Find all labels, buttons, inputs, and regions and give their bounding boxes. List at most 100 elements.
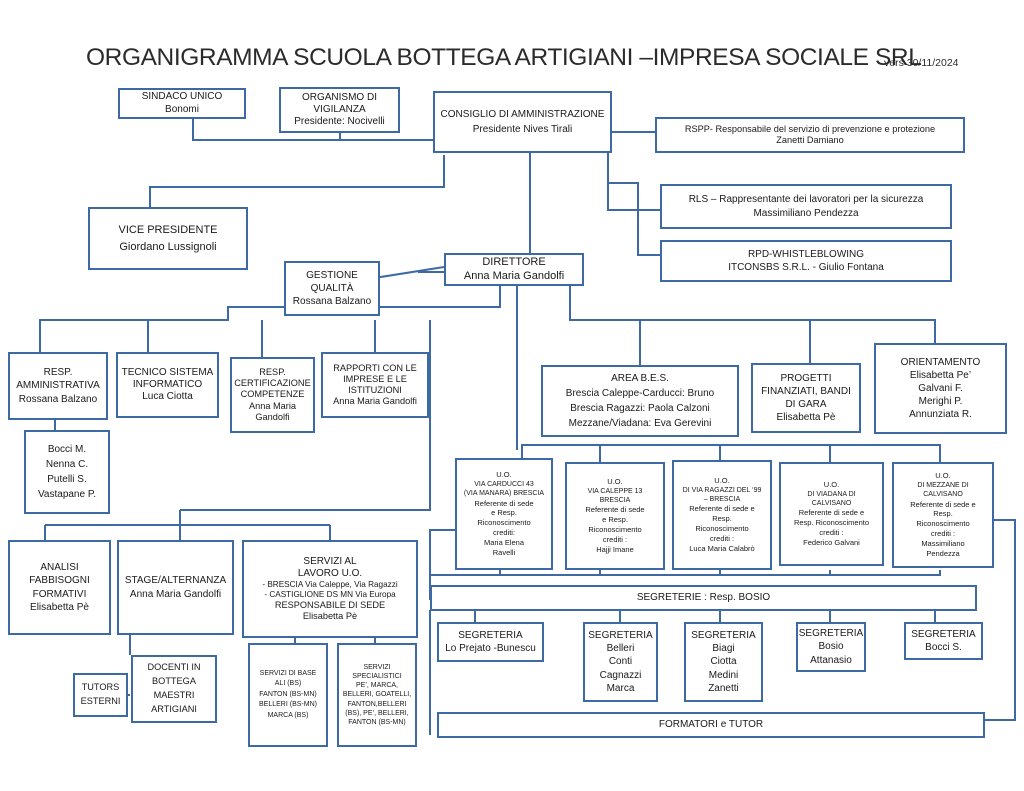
certificazione-box: RESP. CERTIFICAZIONE COMPETENZE Anna Mar… [230,357,315,433]
uo5-line-8: Massimiliano [921,539,965,549]
spec-line-2: SPECIALISTICI [352,672,402,680]
tutors-line-2: ESTERNI [80,696,121,706]
seg3-line-4: Medini [708,669,739,681]
rspp-line-1: RSPP- Responsabile del servizio di preve… [684,123,936,134]
uo2-line-6: Riconoscimento [588,525,642,535]
bes-line-3: Brescia Ragazzi: Paola Calzoni [570,403,710,414]
sindaco-line-1: SINDACO UNICO [141,91,223,103]
servizi-line-4: - CASTIGLIONE DS MN Via Europa [264,589,396,599]
progetti-box: PROGETTI FINANZIATI, BANDI DI GARA Elisa… [751,363,861,433]
formatori-label: FORMATORI e TUTOR [658,718,764,730]
servizi-lavoro-box: SERVIZI AL LAVORO U.O. - BRESCIA Via Cal… [242,540,418,638]
uo3-line-3: – BRESCIA [703,496,741,504]
uo3-line-5: Resp. [712,514,732,524]
analisi-box: ANALISI FABBISOGNI FORMATIVI Elisabetta … [8,540,111,635]
tecnico-box: TECNICO SISTEMA INFORMATICO Luca Ciotta [116,352,219,418]
progetti-line-1: PROGETTI [780,372,832,384]
uo2-line-4: Referente di sede [585,505,645,515]
docenti-line-4: ARTIGIANI [151,703,197,714]
uo1-line-2: VIA CARDUCCI 43 [474,481,534,489]
uo3-line-7: crediti : [709,534,735,544]
uo5-line-2: DI MEZZANE DI [917,482,969,490]
docenti-line-1: DOCENTI IN [147,662,201,673]
cert-line-1: RESP. [259,366,286,377]
direttore-line-1: DIRETTORE [482,256,546,269]
staff-line-1: Bocci M. [47,444,87,455]
stage-box: STAGE/ALTERNANZA Anna Maria Gandolfi [117,540,234,635]
uo1-line-1: U.O. [496,470,512,480]
vigilanza-line-3: Presidente: Nocivelli [294,116,385,128]
uo4-line-6: crediti : [819,528,844,538]
uo1-line-7: crediti: [492,528,516,538]
consiglio-line-3: Presidente Nives Tirali [472,124,573,135]
sindaco-line-2: Bonomi [165,103,199,115]
servizi-line-1: SERVIZI AL [303,555,357,567]
rpd-line-2: ITCONSBS S.R.L. - Giulio Fontana [728,262,884,273]
vice-presidente-box: VICE PRESIDENTE Giordano Lussignoli [88,207,248,270]
uo2-line-7: crediti : [602,535,628,545]
seg4-line-2: Bosio [818,641,844,653]
orient-line-4: Merighi P. [918,396,963,408]
orientamento-box: ORIENTAMENTO Elisabetta Pe’ Galvani F. M… [874,343,1007,434]
uo2-line-5: e Resp. [602,515,628,525]
base-line-3: FANTON (BS-MN) [259,690,317,698]
servizi-line-3: - BRESCIA Via Caleppe, Via Ragazzi [262,579,398,589]
tecnico-line-1: TECNICO SISTEMA [121,366,214,378]
progetti-line-3: DI GARA [785,399,827,410]
vigilanza-box: ORGANISMO DI VIGILANZA Presidente: Nociv… [279,87,400,133]
uo1-line-6: Riconoscimento [477,518,531,528]
spec-line-7: FANTON (BS-MN) [348,719,406,727]
cert-line-4: Anna Maria [249,400,296,411]
bes-line-4: Mezzane/Viadana: Eva Gerevini [568,418,712,429]
spec-line-5: FANTON,BELLERI [347,700,407,708]
rapporti-line-4: Anna Maria Gandolfi [333,396,417,407]
sindaco-box: SINDACO UNICO Bonomi [118,88,246,119]
seg2-line-2: Belleri [606,643,635,655]
seg5-line-2: Bocci S. [925,642,962,653]
seg2-line-1: SEGRETERIA [588,630,653,642]
uo3-line-2: DI VIA RAGAZZI DEL ‘99 [682,486,762,494]
seg1-line-1: SEGRETERIA [458,629,523,641]
rpd-box: RPD-WHISTLEBLOWING ITCONSBS S.R.L. - Giu… [660,240,952,282]
bes-box: AREA B.E.S. Brescia Caleppe-Carducci: Br… [541,365,739,437]
uo5-line-7: crediti : [930,529,956,539]
staff-line-2: Nenna C. [45,459,89,470]
vigilanza-line-2: VIGILANZA [313,103,366,115]
seg3-line-3: Ciotta [710,656,737,668]
docenti-line-3: MAESTRI [153,690,195,700]
servizi-base-box: SERVIZI DI BASE ALI (BS) FANTON (BS-MN) … [248,643,328,747]
direttore-box: DIRETTORE Anna Maria Gandolfi [444,253,584,286]
seg2-line-3: Conti [608,656,633,668]
tecnico-line-2: INFORMATICO [132,378,203,390]
formatori-bar: FORMATORI e TUTOR [437,712,985,738]
segreteria-5-box: SEGRETERIA Bocci S. [904,622,983,660]
rspp-line-2: Zanetti Damiano [776,135,844,145]
cert-line-2: CERTIFICAZIONE [234,378,311,389]
uo2-line-3: BRESCIA [599,497,631,505]
consiglio-box: CONSIGLIO DI AMMINISTRAZIONE Presidente … [433,91,612,153]
uo-viadana-box: U.O. DI VIADANA DI CALVISANO Referente d… [779,462,884,566]
uo5-line-9: Pendezza [926,548,960,558]
orient-line-1: ORIENTAMENTO [900,356,981,368]
rspp-box: RSPP- Responsabile del servizio di preve… [655,117,965,153]
seg5-line-1: SEGRETERIA [911,628,976,640]
rapporti-line-1: RAPPORTI CON LE [333,362,417,373]
amministrativa-box: RESP. AMMINISTRATIVA Rossana Balzano [8,352,108,420]
uo1-line-5: e Resp. [491,508,517,518]
segreterie-label: SEGRETERIE : Resp. BOSIO [636,591,771,603]
uo1-line-4: Referente di sede [474,498,534,508]
seg2-line-5: Marca [606,682,635,694]
base-line-2: ALI (BS) [274,680,302,688]
uo1-line-3: (VIA MANARA) BRESCIA [463,490,545,498]
uo4-line-7: Federico Galvani [803,538,860,548]
cert-line-5: Gandolfi [255,411,290,422]
seg4-line-1: SEGRETERIA [798,628,864,640]
orient-line-3: Galvani F. [918,382,963,394]
uo4-line-5: Resp. Riconoscimento [793,518,870,528]
uo2-line-1: U.O. [607,477,623,487]
base-line-1: SERVIZI DI BASE [259,669,317,677]
amm-line-2: AMMINISTRATIVA [16,380,100,392]
version-label: vers 30/11/2024 [884,57,959,69]
consiglio-line-1: CONSIGLIO DI AMMINISTRAZIONE [440,109,605,120]
